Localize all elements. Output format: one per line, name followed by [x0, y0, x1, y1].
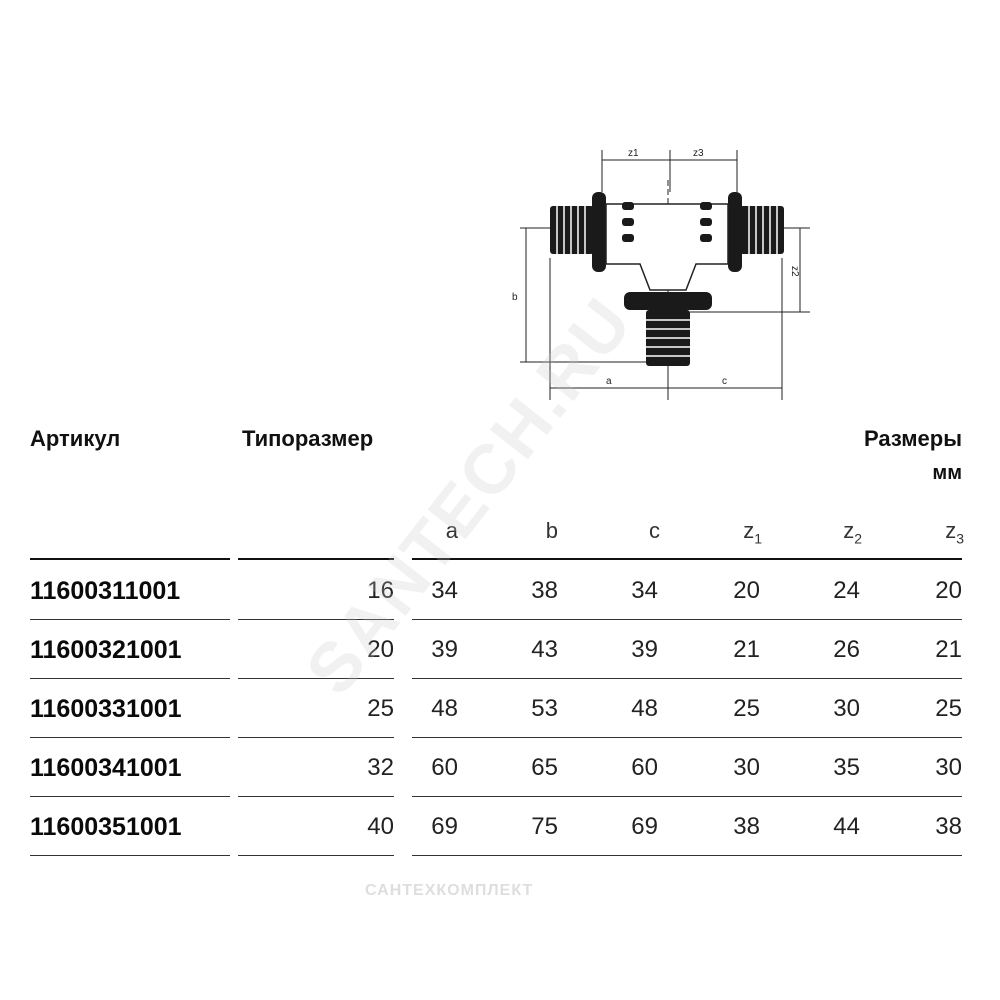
cell-b: 43 — [531, 636, 558, 663]
tee-fitting-drawing: z1 z3 b z2 a c — [512, 148, 810, 400]
header-rule-size — [238, 558, 394, 560]
column-label-z1: z1 — [720, 518, 762, 546]
row-divider — [238, 619, 394, 620]
row-divider — [412, 737, 962, 738]
row-divider — [30, 855, 230, 856]
row-divider — [30, 737, 230, 738]
cell-c: 69 — [631, 813, 658, 840]
table-row: 11600351001 40 69 75 69 38 44 38 — [0, 798, 1000, 856]
row-divider — [30, 619, 230, 620]
cell-size: 16 — [367, 577, 394, 604]
cell-c: 60 — [631, 754, 658, 781]
cell-z1: 20 — [733, 577, 760, 604]
cell-c: 34 — [631, 577, 658, 604]
row-divider — [238, 855, 394, 856]
cell-b: 53 — [531, 695, 558, 722]
table-row: 11600321001 20 39 43 39 21 26 21 — [0, 621, 1000, 679]
cell-z3: 21 — [935, 636, 962, 663]
table-row: 11600341001 32 60 65 60 30 35 30 — [0, 739, 1000, 797]
cell-article: 11600341001 — [30, 754, 182, 782]
column-label-z3: z3 — [920, 518, 964, 546]
dim-label-c: c — [722, 376, 727, 387]
column-label-z2-sub: 2 — [854, 530, 862, 547]
row-divider — [238, 737, 394, 738]
column-label-z3-sub: 3 — [956, 530, 964, 547]
cell-b: 75 — [531, 813, 558, 840]
header-units: мм — [932, 462, 962, 484]
row-divider — [412, 855, 962, 856]
row-divider — [412, 678, 962, 679]
cell-z1: 38 — [733, 813, 760, 840]
cell-a: 69 — [431, 813, 458, 840]
cell-z1: 25 — [733, 695, 760, 722]
cell-z2: 26 — [833, 636, 860, 663]
cell-z2: 24 — [833, 577, 860, 604]
dim-label-z1: z1 — [628, 148, 639, 159]
cell-b: 65 — [531, 754, 558, 781]
cell-size: 32 — [367, 754, 394, 781]
cell-z1: 30 — [733, 754, 760, 781]
cell-z3: 38 — [935, 813, 962, 840]
row-divider — [412, 796, 962, 797]
header-rule-article — [30, 558, 230, 560]
row-divider — [238, 678, 394, 679]
cell-article: 11600351001 — [30, 813, 182, 841]
dim-label-b: b — [512, 292, 518, 303]
column-label-z3-letter: z — [945, 518, 957, 543]
column-label-z1-letter: z — [743, 518, 755, 543]
footer-watermark-logo: САНТЕХКОМПЛЕКТ — [365, 882, 534, 899]
cell-article: 11600331001 — [30, 695, 182, 723]
header-article: Артикул — [30, 426, 121, 451]
dim-label-z2: z2 — [789, 266, 800, 277]
cell-a: 60 — [431, 754, 458, 781]
cell-c: 39 — [631, 636, 658, 663]
column-label-z2: z2 — [818, 518, 862, 546]
header-size: Типоразмер — [242, 426, 374, 451]
header-dimensions: Размеры — [863, 426, 962, 451]
column-label-a: a — [445, 518, 458, 543]
cell-z2: 44 — [833, 813, 860, 840]
cell-size: 25 — [367, 695, 394, 722]
row-divider — [412, 619, 962, 620]
dim-label-a: a — [606, 376, 612, 387]
cell-z2: 30 — [833, 695, 860, 722]
table-row: 11600311001 16 34 38 34 20 24 20 — [0, 562, 1000, 620]
cell-article: 11600321001 — [30, 636, 182, 664]
row-divider — [30, 678, 230, 679]
cell-z1: 21 — [733, 636, 760, 663]
column-label-z2-letter: z — [843, 518, 855, 543]
cell-article: 11600311001 — [30, 577, 181, 605]
row-divider — [238, 796, 394, 797]
cell-a: 34 — [431, 577, 458, 604]
cell-b: 38 — [531, 577, 558, 604]
header-rule-dimensions — [412, 558, 962, 560]
column-label-b: b — [545, 518, 558, 543]
cell-size: 40 — [367, 813, 394, 840]
row-divider — [30, 796, 230, 797]
cell-z3: 20 — [935, 577, 962, 604]
cell-z2: 35 — [833, 754, 860, 781]
cell-z3: 25 — [935, 695, 962, 722]
table-row: 11600331001 25 48 53 48 25 30 25 — [0, 680, 1000, 738]
cell-a: 39 — [431, 636, 458, 663]
cell-size: 20 — [367, 636, 394, 663]
column-label-c: c — [649, 518, 660, 543]
cell-a: 48 — [431, 695, 458, 722]
column-label-z1-sub: 1 — [754, 530, 762, 547]
dim-label-z3: z3 — [693, 148, 704, 159]
cell-z3: 30 — [935, 754, 962, 781]
cell-c: 48 — [631, 695, 658, 722]
